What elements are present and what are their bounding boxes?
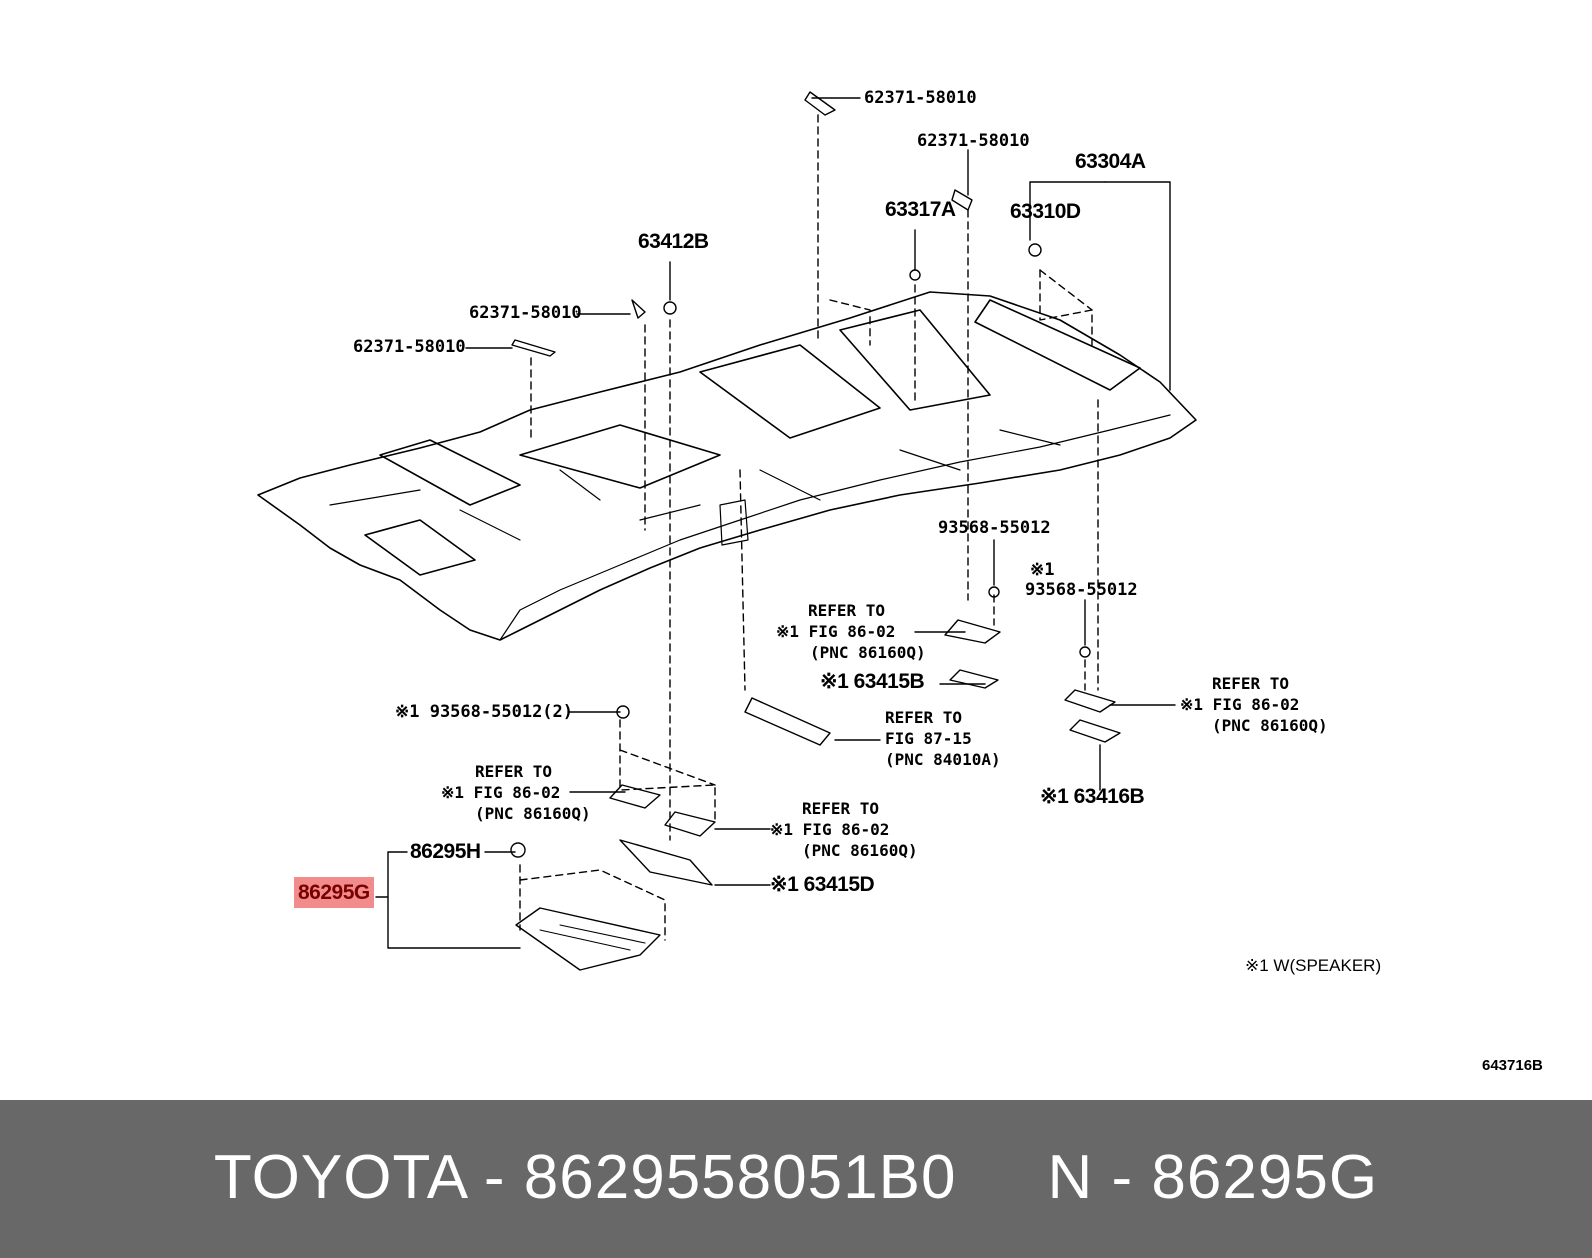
part-label-62371-58010-left[interactable]: 62371-58010 [353, 337, 466, 357]
dashed-lines [519, 114, 1099, 941]
parts-diagram: 62371-58010 62371-58010 63304A 63317A 63… [257, 88, 1543, 1074]
part-label-63317A[interactable]: 63317A [885, 198, 956, 221]
refer-line: ※1 FIG 86-02 [776, 622, 896, 641]
refer-line: (PNC 86160Q) [802, 841, 918, 860]
footnote: ※1 W(SPEAKER) [1245, 956, 1382, 975]
refer-line: (PNC 86160Q) [1212, 716, 1328, 735]
refer-line: ※1 FIG 86-02 [1180, 695, 1300, 714]
part-label-93568-55012-c[interactable]: ※1 93568-55012(2) [395, 702, 574, 722]
part-label-62371-58010-top[interactable]: 62371-58010 [864, 88, 977, 108]
refer-block-2[interactable]: REFER TO FIG 87-15 (PNC 84010A) [885, 707, 1001, 770]
part-label-93568-55012-a[interactable]: 93568-55012 [938, 518, 1051, 538]
refer-line: REFER TO [475, 762, 553, 781]
roof-headliner [257, 291, 1197, 641]
footer-bar: TOYOTA - 8629558051B0 N - 86295G [0, 1100, 1592, 1258]
part-label-93568-55012-b[interactable]: 93568-55012 [1025, 580, 1138, 600]
refer-line: (PNC 86160Q) [810, 643, 926, 662]
footer-part-title: TOYOTA - 8629558051B0 N - 86295G [213, 1143, 1379, 1212]
refer-line: (PNC 84010A) [885, 750, 1001, 769]
small-parts [510, 91, 1121, 971]
refer-line: (PNC 86160Q) [475, 804, 591, 823]
part-label-63415B[interactable]: ※1 63415B [820, 670, 925, 693]
part-label-62371-58010-mid[interactable]: 62371-58010 [469, 303, 582, 323]
highlight-box: 86295G [294, 877, 374, 908]
refer-block-4[interactable]: REFER TO ※1 FIG 86-02 (PNC 86160Q) [441, 761, 591, 824]
refer-line: REFER TO [802, 799, 880, 818]
leader-lines [375, 97, 1176, 949]
part-label-86295G-highlighted[interactable]: 86295G [294, 877, 374, 908]
part-label-63304A[interactable]: 63304A [1075, 150, 1146, 173]
refer-line: ※1 FIG 86-02 [770, 820, 890, 839]
refer-line: FIG 87-15 [885, 729, 972, 748]
part-mark-93568-55012-b: ※1 [1030, 560, 1055, 580]
part-label-63412B[interactable]: 63412B [638, 230, 709, 253]
refer-block-3[interactable]: REFER TO ※1 FIG 86-02 (PNC 86160Q) [1180, 673, 1328, 736]
refer-line: REFER TO [1212, 674, 1290, 693]
diagram-code: 643716B [1482, 1057, 1543, 1074]
diagram-drawing [257, 91, 1197, 971]
part-label-63415D[interactable]: ※1 63415D [770, 873, 875, 896]
refer-line: REFER TO [885, 708, 963, 727]
refer-block-5[interactable]: REFER TO ※1 FIG 86-02 (PNC 86160Q) [770, 798, 918, 861]
refer-line: REFER TO [808, 601, 886, 620]
refer-line: ※1 FIG 86-02 [441, 783, 561, 802]
part-label-86295H[interactable]: 86295H [410, 840, 481, 863]
part-label-63310D[interactable]: 63310D [1010, 200, 1081, 223]
part-label-62371-58010-right[interactable]: 62371-58010 [917, 131, 1030, 151]
part-label-63416B[interactable]: ※1 63416B [1040, 785, 1145, 808]
refer-block-1[interactable]: REFER TO ※1 FIG 86-02 (PNC 86160Q) [776, 600, 926, 663]
